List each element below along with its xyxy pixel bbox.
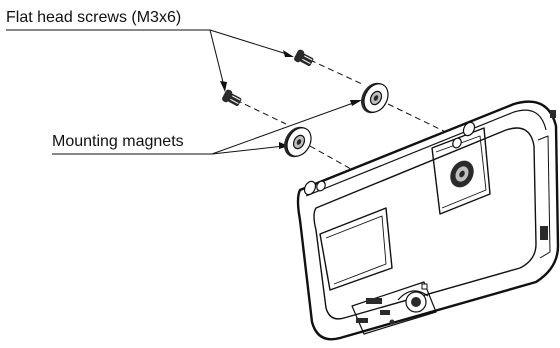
flat-head-screw-left — [222, 89, 242, 106]
housing-mounting-holes — [303, 121, 476, 196]
arrowhead-magnet-top — [350, 100, 362, 106]
battery-compartment-inner — [397, 290, 429, 301]
left-recess-pocket-inner — [325, 215, 387, 285]
side-edge-detail — [537, 135, 551, 259]
mounting-magnet-top — [361, 82, 389, 114]
housing-inner-face — [313, 127, 537, 320]
magnets-callout-label: Mounting magnets — [52, 133, 184, 150]
arrowhead-screw-left — [220, 81, 227, 92]
mounting-magnet-left — [284, 126, 312, 158]
device-housing — [296, 100, 560, 341]
left-recess-pocket — [319, 207, 393, 291]
center-threaded-insert — [450, 160, 474, 188]
arrowhead-magnet-left — [279, 142, 289, 149]
magnet-callout-leaders — [52, 101, 357, 155]
side-tab-detail — [540, 110, 556, 240]
flat-head-screw-top — [294, 49, 314, 66]
screw-callout-leaders — [6, 29, 291, 87]
housing-outer-shell — [296, 100, 560, 341]
arrowhead-screw-top — [283, 50, 294, 57]
housing-top-edge-inner — [305, 109, 547, 197]
connector-details — [356, 283, 428, 325]
screws-callout-label: Flat head screws (M3x6) — [6, 9, 182, 26]
battery-compartment — [351, 281, 437, 335]
housing-rim — [513, 101, 559, 283]
